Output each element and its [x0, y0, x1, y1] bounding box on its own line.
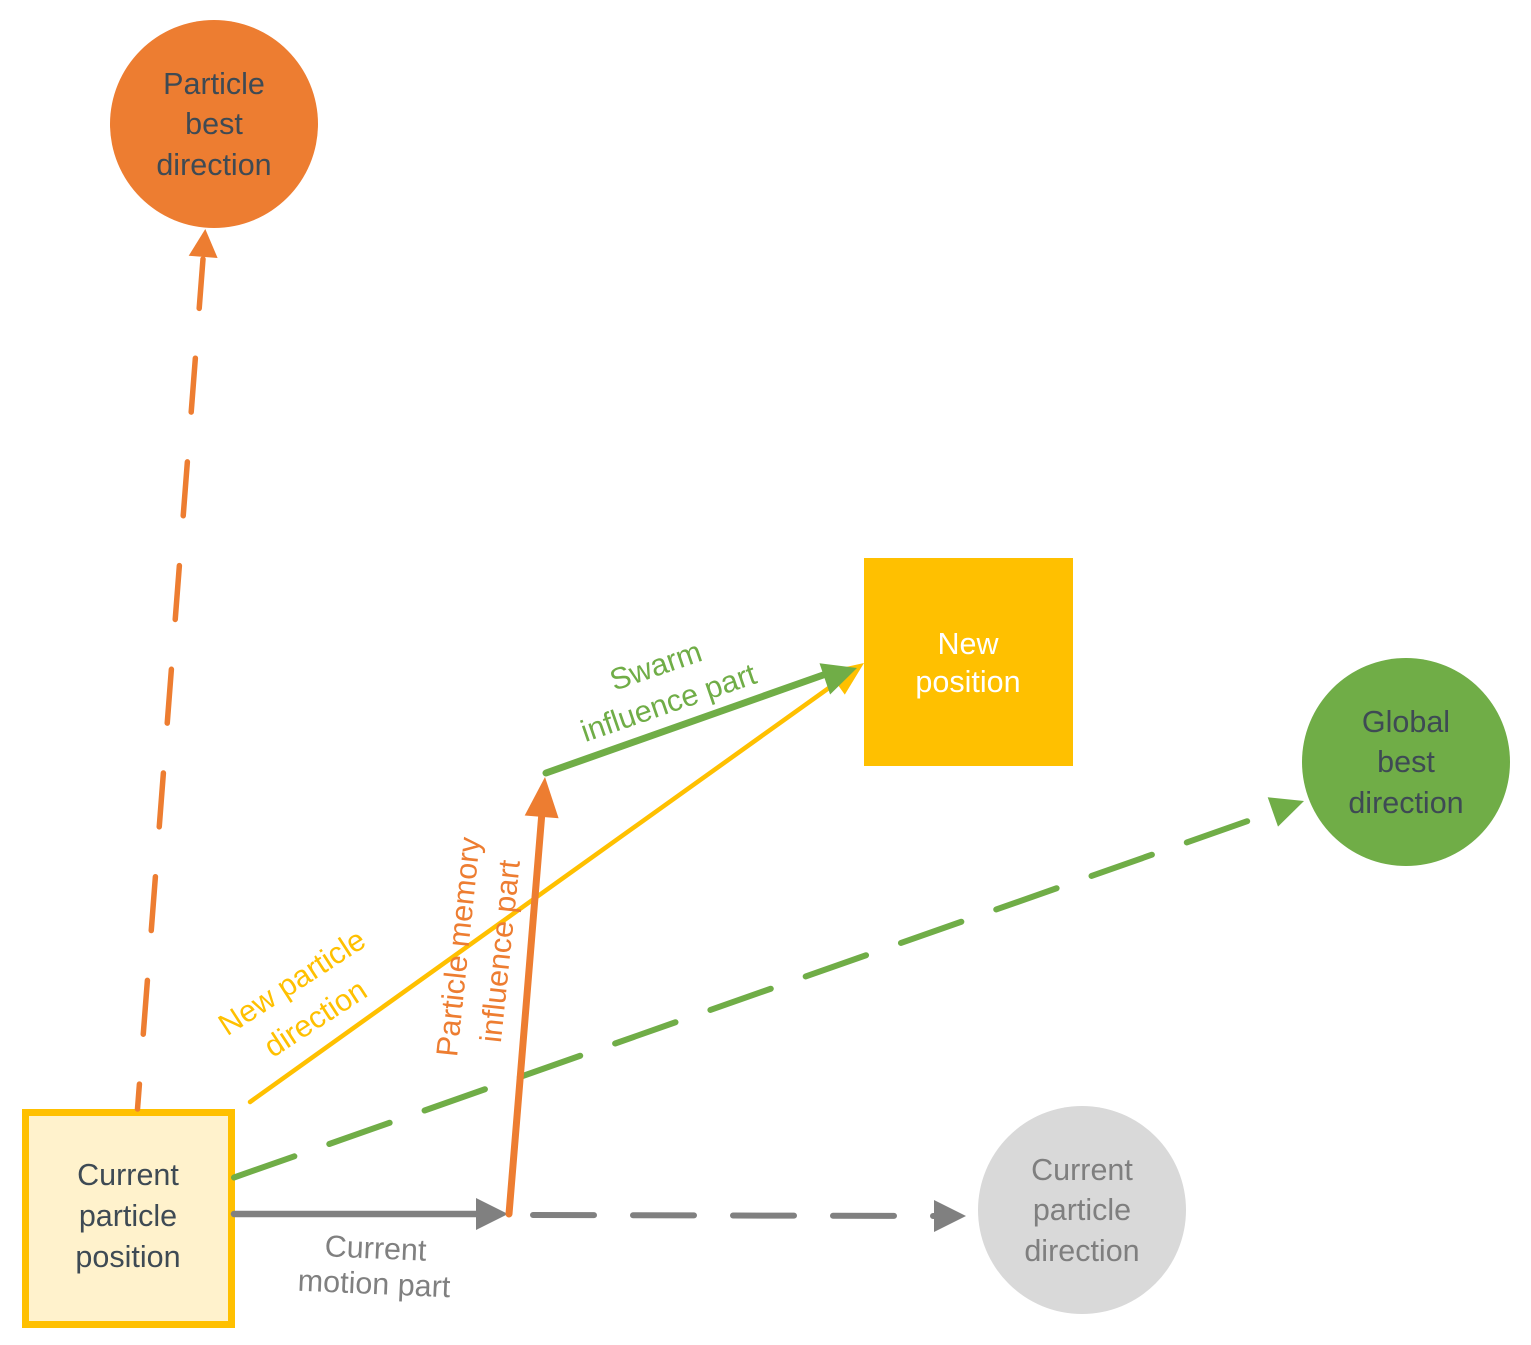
svg-text:Current: Current [77, 1158, 179, 1192]
svg-text:New: New [937, 627, 999, 661]
svg-text:Global: Global [1362, 705, 1450, 739]
svg-text:direction: direction [1024, 1234, 1139, 1268]
svg-text:particle: particle [1033, 1193, 1131, 1227]
svg-text:position: position [915, 665, 1020, 699]
svg-text:best: best [185, 107, 243, 141]
svg-text:Current: Current [324, 1229, 428, 1267]
svg-text:motion part: motion part [297, 1264, 451, 1305]
svg-text:best: best [1377, 745, 1435, 779]
svg-text:direction: direction [1348, 786, 1463, 820]
svg-text:Particle: Particle [163, 67, 265, 101]
svg-text:position: position [75, 1240, 180, 1274]
svg-text:Current: Current [1031, 1153, 1133, 1187]
svg-text:direction: direction [156, 148, 271, 182]
svg-text:particle: particle [79, 1199, 177, 1233]
